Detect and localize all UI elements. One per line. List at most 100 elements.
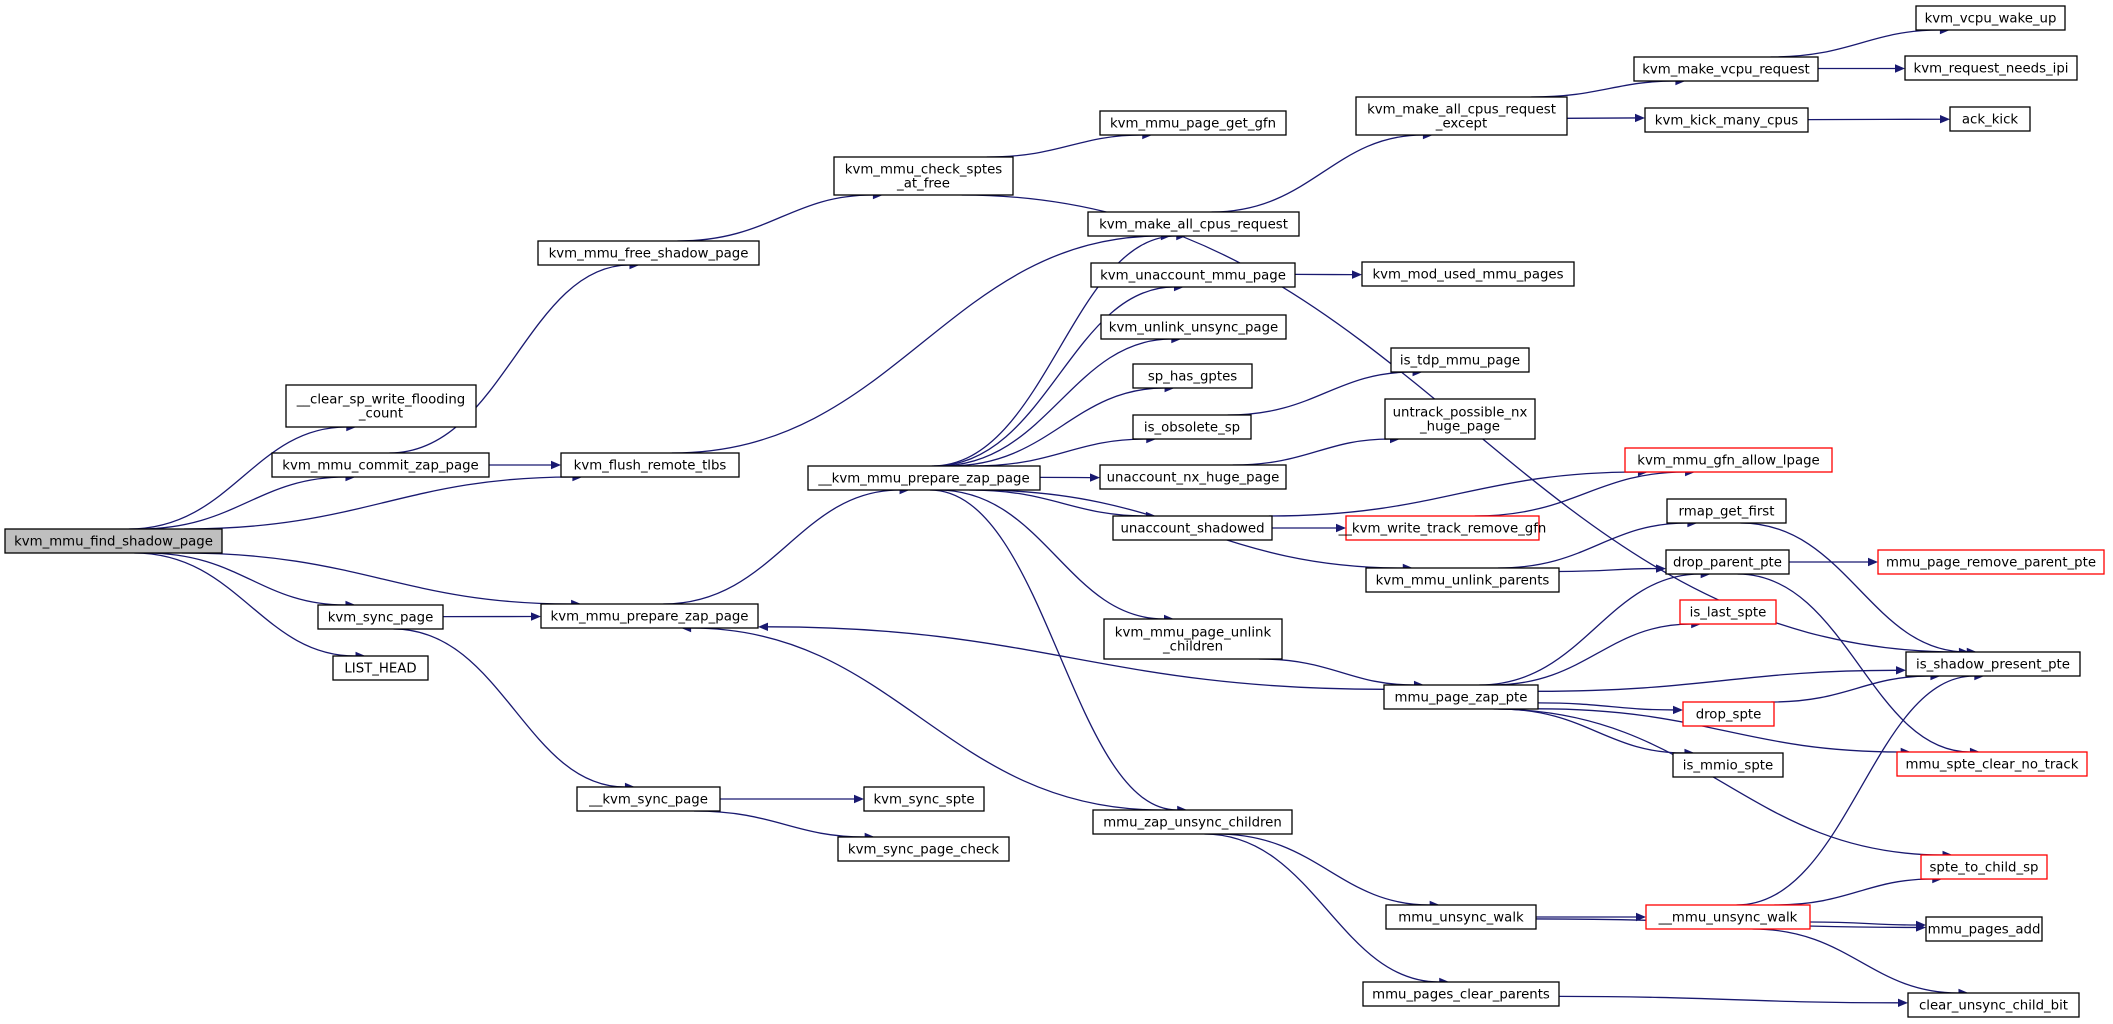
- node-drop_spte[interactable]: drop_spte: [1682, 701, 1775, 727]
- node-box: [1679, 599, 1777, 625]
- node-kvm_mmu_gfn_allow_lpage[interactable]: kvm_mmu_gfn_allow_lpage: [1624, 447, 1833, 473]
- node-label: kvm_mmu_page_unlink: [1115, 626, 1272, 641]
- edge-line: [393, 628, 625, 788]
- node-kvm_sync_spte[interactable]: kvm_sync_spte: [863, 786, 985, 812]
- arrowhead-icon: [758, 622, 768, 632]
- node-__kvm_mmu_prepare_zap_page[interactable]: __kvm_mmu_prepare_zap_page: [807, 465, 1041, 491]
- node-kvm_request_needs_ipi[interactable]: kvm_request_needs_ipi: [1904, 55, 2078, 81]
- node-label: drop_parent_pte: [1673, 556, 1782, 571]
- node-kvm_flush_remote_tlbs[interactable]: kvm_flush_remote_tlbs: [560, 452, 740, 478]
- node-label: is_mmio_spte: [1683, 759, 1773, 774]
- node-sp_has_gptes[interactable]: sp_has_gptes: [1132, 363, 1253, 389]
- edge-line: [1771, 675, 1931, 703]
- node-label: mmu_pages_add: [1928, 923, 2041, 938]
- node-label: kvm_mod_used_mmu_pages: [1372, 268, 1563, 283]
- node-mmu_pages_clear_parents[interactable]: mmu_pages_clear_parents: [1362, 981, 1560, 1007]
- node-LIST_HEAD[interactable]: LIST_HEAD: [332, 655, 429, 681]
- node-kvm_kick_many_cpus[interactable]: kvm_kick_many_cpus: [1644, 107, 1809, 133]
- node-label: kvm_make_all_cpus_request: [1367, 103, 1556, 118]
- node-label: drop_spte: [1696, 708, 1762, 723]
- node-kvm_mod_used_mmu_pages[interactable]: kvm_mod_used_mmu_pages: [1361, 261, 1575, 287]
- node-label: kvm_sync_spte: [873, 793, 974, 808]
- edge-kvm_mmu_commit_zap_page-to-kvm_flush_remote_tlbs: [489, 460, 561, 470]
- node-clear_unsync_child_bit[interactable]: clear_unsync_child_bit: [1907, 992, 2080, 1018]
- node-label: kvm_mmu_check_sptes: [845, 163, 1002, 178]
- node-rmap_get_first[interactable]: rmap_get_first: [1666, 498, 1787, 524]
- edge-kvm_sync_page-to-kvm_mmu_prepare_zap_page: [442, 612, 541, 621]
- node-kvm_make_all_cpus_request_except[interactable]: kvm_make_all_cpus_request_except: [1355, 96, 1568, 136]
- node-kvm_mmu_free_shadow_page[interactable]: kvm_mmu_free_shadow_page: [537, 240, 760, 266]
- node-mmu_page_remove_parent_pte[interactable]: mmu_page_remove_parent_pte: [1877, 549, 2105, 575]
- node-is_last_spte[interactable]: is_last_spte: [1679, 599, 1777, 625]
- node-kvm_mmu_check_sptes_at_free[interactable]: kvm_mmu_check_sptes_at_free: [833, 156, 1014, 196]
- node-label: _at_free: [896, 177, 950, 192]
- node-unaccount_shadowed[interactable]: unaccount_shadowed: [1112, 515, 1273, 541]
- node-box: [1390, 347, 1530, 373]
- edge-kvm_mmu_find_shadow_page-to-kvm_mmu_prepare_zap_page: [181, 552, 582, 609]
- edge-line: [1204, 833, 1440, 983]
- node-box: [1896, 751, 2088, 777]
- node-__mmu_unsync_walk[interactable]: __mmu_unsync_walk: [1645, 904, 1811, 930]
- node-is_obsolete_sp[interactable]: is_obsolete_sp: [1132, 414, 1252, 440]
- node-kvm_mmu_commit_zap_page[interactable]: kvm_mmu_commit_zap_page: [271, 452, 490, 478]
- edge-line: [671, 235, 1161, 454]
- node-mmu_spte_clear_no_track[interactable]: mmu_spte_clear_no_track: [1896, 751, 2088, 777]
- node-box: [576, 786, 721, 812]
- node-box: [1112, 515, 1273, 541]
- edge-line: [1232, 438, 1391, 466]
- node-spte_to_child_sp[interactable]: spte_to_child_sp: [1920, 854, 2048, 880]
- node-drop_parent_pte[interactable]: drop_parent_pte: [1665, 549, 1790, 575]
- node-mmu_page_zap_pte[interactable]: mmu_page_zap_pte: [1383, 684, 1539, 710]
- edge-line: [1227, 371, 1413, 416]
- edge-line: [138, 476, 346, 530]
- edge-line: [938, 338, 1172, 467]
- edge-mmu_page_zap_pte-to-is_last_spte: [1491, 619, 1702, 686]
- node-__kvm_write_track_remove_gfn[interactable]: __kvm_write_track_remove_gfn: [1338, 515, 1547, 541]
- node-kvm_make_all_cpus_request[interactable]: kvm_make_all_cpus_request: [1087, 211, 1300, 237]
- node-kvm_vcpu_wake_up[interactable]: kvm_vcpu_wake_up: [1915, 5, 2066, 31]
- node-label: kvm_make_vcpu_request: [1642, 63, 1810, 78]
- edge-line: [1537, 702, 1674, 711]
- node-box: [1099, 464, 1287, 490]
- node-mmu_pages_add[interactable]: mmu_pages_add: [1925, 916, 2043, 942]
- node-label: mmu_unsync_walk: [1398, 911, 1524, 926]
- edge-line: [181, 552, 572, 605]
- node-clear_sp_write_flooding_count[interactable]: __clear_sp_write_flooding_count: [285, 384, 477, 428]
- node-mmu_unsync_walk[interactable]: mmu_unsync_walk: [1385, 904, 1537, 930]
- node-kvm_sync_page[interactable]: kvm_sync_page: [317, 604, 444, 630]
- node-is_shadow_present_pte[interactable]: is_shadow_present_pte: [1905, 651, 2081, 677]
- node-kvm_mmu_page_unlink_children[interactable]: kvm_mmu_page_unlink_children: [1103, 618, 1283, 660]
- node-is_tdp_mmu_page[interactable]: is_tdp_mmu_page: [1390, 347, 1530, 373]
- node-box: [1665, 549, 1790, 575]
- node-__kvm_sync_page[interactable]: __kvm_sync_page: [576, 786, 721, 812]
- node-label: mmu_page_remove_parent_pte: [1886, 556, 2096, 571]
- edge-kvm_make_vcpu_request-to-kvm_request_needs_ipi: [1817, 64, 1905, 73]
- node-kvm_mmu_unlink_parents[interactable]: kvm_mmu_unlink_parents: [1365, 567, 1560, 593]
- node-is_mmio_spte[interactable]: is_mmio_spte: [1672, 752, 1784, 778]
- node-ack_kick[interactable]: ack_kick: [1949, 106, 2031, 132]
- edge-unaccount_shadowed-to-kvm_mmu_gfn_allow_lpage: [1268, 467, 1648, 517]
- node-kvm_mmu_page_get_gfn[interactable]: kvm_mmu_page_get_gfn: [1099, 110, 1287, 136]
- node-kvm_unlink_unsync_page[interactable]: kvm_unlink_unsync_page: [1100, 314, 1287, 340]
- node-label: clear_unsync_child_bit: [1919, 999, 2068, 1014]
- edge-rmap_get_first-to-is_shadow_present_pte: [1740, 522, 1977, 657]
- node-box: [1907, 992, 2080, 1018]
- edge-mmu_page_zap_pte-to-kvm_mmu_prepare_zap_page: [758, 622, 1385, 690]
- edge-line: [929, 489, 1178, 811]
- edge-line: [1809, 921, 1917, 926]
- node-box: [4, 528, 223, 554]
- node-label: mmu_zap_unsync_children: [1103, 816, 1282, 831]
- edge-line: [973, 438, 1147, 467]
- node-unaccount_nx_huge_page[interactable]: unaccount_nx_huge_page: [1099, 464, 1287, 490]
- node-label: is_obsolete_sp: [1144, 421, 1240, 436]
- node-mmu_zap_unsync_children[interactable]: mmu_zap_unsync_children: [1092, 809, 1293, 835]
- node-kvm_unaccount_mmu_page[interactable]: kvm_unaccount_mmu_page: [1090, 262, 1296, 288]
- node-box: [1666, 498, 1787, 524]
- edge-kvm_make_all_cpus_request-to-kvm_make_all_cpus_request_except: [1211, 130, 1433, 213]
- node-box: [1092, 809, 1293, 835]
- node-label: _except: [1435, 117, 1487, 132]
- node-untrack_possible_nx_huge_page[interactable]: untrack_possible_nx_huge_page: [1384, 398, 1536, 440]
- node-kvm_make_vcpu_request[interactable]: kvm_make_vcpu_request: [1633, 56, 1819, 82]
- node-kvm_mmu_prepare_zap_page[interactable]: kvm_mmu_prepare_zap_page: [540, 603, 759, 629]
- node-kvm_sync_page_check[interactable]: kvm_sync_page_check: [837, 836, 1010, 862]
